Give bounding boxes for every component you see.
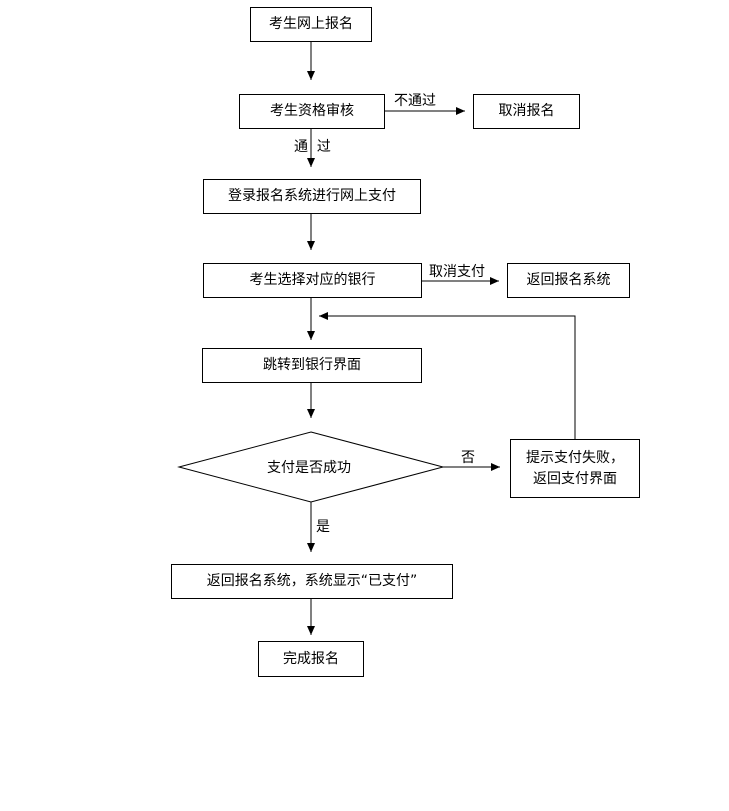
edge-label-cancel-pay: 取消支付 [429,264,485,280]
edge-label-not-pass: 不通过 [394,93,436,109]
edge-label-yes: 是 [316,519,330,535]
fail-text-line1: 提示支付失败， [526,449,624,466]
node-return-system: 返回报名系统 [507,263,630,298]
node-choose-bank: 考生选择对应的银行 [203,263,422,298]
node-pay-failed: 提示支付失败， 返回支付界面 [510,439,640,498]
node-return-paid: 返回报名系统，系统显示“已支付” [171,564,453,599]
node-qualification-review: 考生资格审核 [239,94,385,129]
node-cancel-signup: 取消报名 [473,94,580,129]
node-online-signup: 考生网上报名 [250,7,372,42]
node-pay-success-question: 支付是否成功 [267,460,351,476]
node-jump-bank: 跳转到银行界面 [202,348,422,383]
edge-label-pass: 通 过 [294,139,331,155]
arrow-fail-loop-back [319,312,576,439]
fail-text-line2: 返回支付界面 [533,470,617,487]
node-complete: 完成报名 [258,641,364,677]
node-login-pay: 登录报名系统进行网上支付 [203,179,421,214]
edge-label-no: 否 [461,450,475,466]
